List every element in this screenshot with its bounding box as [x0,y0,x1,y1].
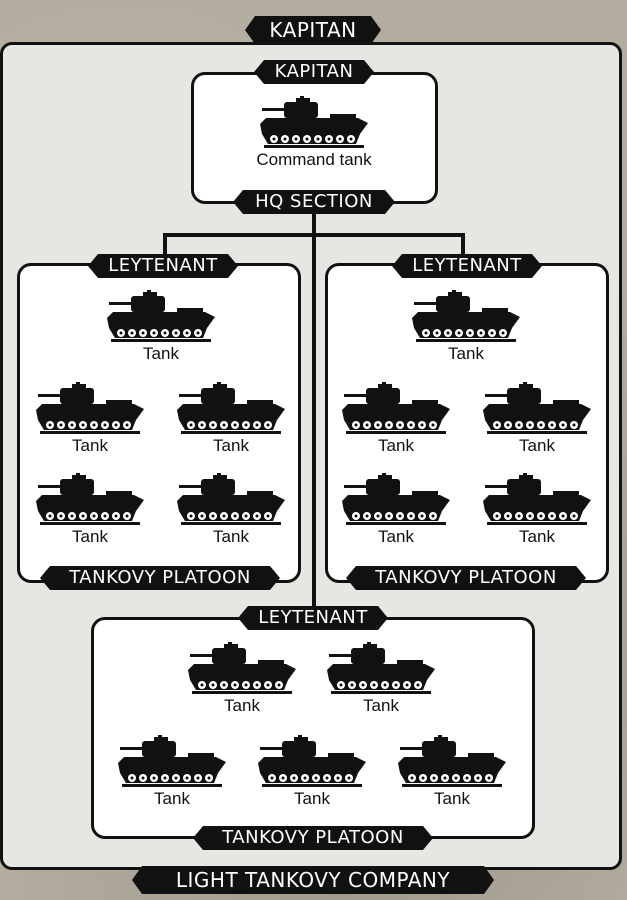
tank-label: Tank [519,436,555,455]
tank-icon [107,290,215,342]
tank-unit: Tank [101,290,221,364]
platoon-left-header: LEYTENANT [88,254,238,278]
platoon-bottom-footer: TANKOVY PLATOON [193,826,433,850]
tank-unit: Tank [336,382,456,456]
tank-unit: Tank [321,642,441,716]
tank-label: Tank [213,527,249,546]
tank-unit: Tank [171,382,291,456]
command-tank-unit: Command tank [254,96,374,170]
connector-right-drop [461,233,465,259]
tank-icon [258,735,366,787]
tank-label: Tank [154,789,190,808]
tank-unit: Tank [406,290,526,364]
tank-label: Tank [378,527,414,546]
platoon-right-header: LEYTENANT [392,254,542,278]
tank-label: Tank [294,789,330,808]
connector-left-drop [163,233,167,259]
tank-unit: Tank [112,735,232,809]
connector-branch [163,233,465,237]
tank-icon [483,473,591,525]
tank-label: Tank [363,696,399,715]
tank-label: Tank [378,436,414,455]
tank-label: Tank [448,344,484,363]
tank-icon [177,382,285,434]
tank-label: Tank [224,696,260,715]
tank-icon [342,382,450,434]
tank-icon [483,382,591,434]
tank-unit: Tank [477,382,597,456]
tank-label: Tank [72,527,108,546]
tank-unit: Tank [171,473,291,547]
tank-icon [188,642,296,694]
connector-trunk [312,212,316,622]
tank-icon [36,382,144,434]
tank-unit: Tank [182,642,302,716]
platoon-bottom-header: LEYTENANT [238,606,388,630]
tank-label: Tank [143,344,179,363]
tank-icon [412,290,520,342]
hq-header-tag: KAPITAN [254,60,374,84]
tank-label: Tank [213,436,249,455]
tank-unit: Tank [30,382,150,456]
tank-icon [327,642,435,694]
hq-footer-tag: HQ SECTION [233,190,395,214]
tank-label: Tank [72,436,108,455]
tank-icon [36,473,144,525]
platoon-left-footer: TANKOVY PLATOON [40,566,280,590]
tank-icon [342,473,450,525]
company-name-tag: LIGHT TANKOVY COMPANY [132,866,494,894]
tank-icon [398,735,506,787]
tank-unit: Tank [477,473,597,547]
platoon-right-footer: TANKOVY PLATOON [346,566,586,590]
tank-unit: Tank [30,473,150,547]
tank-icon [177,473,285,525]
tank-label: Tank [434,789,470,808]
command-tank-label: Command tank [256,150,372,169]
tank-icon [118,735,226,787]
company-commander-tag: KAPITAN [245,16,381,44]
tank-unit: Tank [392,735,512,809]
tank-label: Tank [519,527,555,546]
tank-unit: Tank [252,735,372,809]
tank-icon [260,96,368,148]
tank-unit: Tank [336,473,456,547]
